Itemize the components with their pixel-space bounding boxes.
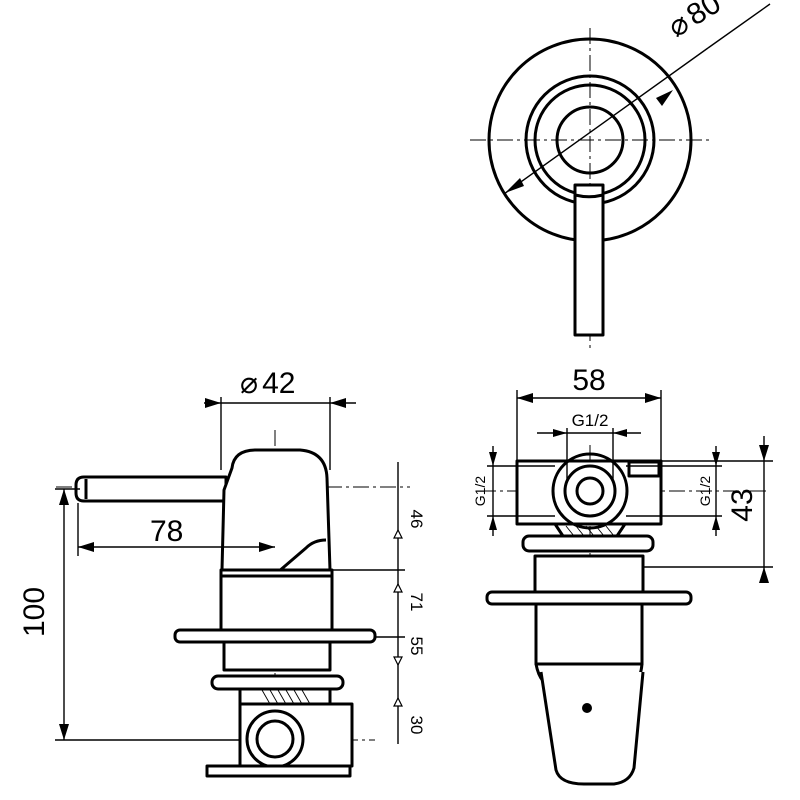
outlet-inner xyxy=(575,476,605,506)
mounting-plate xyxy=(205,764,352,778)
handle-body xyxy=(220,448,332,572)
thread-top-label: G1/2 xyxy=(572,411,609,430)
dim100-arrow-top xyxy=(59,489,69,505)
cover-plate-side xyxy=(173,628,377,644)
handle-bevel xyxy=(277,538,327,574)
thread-right-label: G1/2 xyxy=(697,476,713,507)
body-hatching xyxy=(261,689,311,705)
diameter-leader xyxy=(707,3,771,49)
right-dim-marker-30 xyxy=(393,696,403,707)
g12-left-arrow-bottom xyxy=(489,516,497,530)
outlet-outer xyxy=(551,452,629,530)
right-dim-marker-46 xyxy=(393,528,403,539)
dim58-arrow-left xyxy=(517,393,533,403)
height-label: 43 xyxy=(726,488,759,521)
outlet-mid xyxy=(563,464,617,518)
diameter-arrow-lower xyxy=(505,178,524,193)
side-diameter-value: 42 xyxy=(262,367,295,400)
side-lever xyxy=(74,475,228,503)
front-diameter-label: ⌀80 xyxy=(662,0,727,44)
valve-sleeve xyxy=(219,568,334,632)
end-flange xyxy=(521,534,655,553)
g12-right-arrow-bottom xyxy=(712,516,720,530)
g12-top-arrow-left xyxy=(553,429,567,437)
inlet-inner xyxy=(255,719,295,759)
total-height-label: 100 xyxy=(18,587,51,637)
dim-71-label: 71 xyxy=(407,593,426,612)
right-dim-marker-71 xyxy=(393,582,403,593)
side-diameter-label: ⌀42 xyxy=(240,367,295,400)
dim43-arrow-top xyxy=(759,445,769,461)
g12-left-arrow-top xyxy=(489,452,497,466)
front-view: ⌀80 xyxy=(470,0,771,352)
dim78-arrow-right xyxy=(259,542,275,552)
side-view: ⌀42 78 100 46 71 55 30 xyxy=(18,367,426,780)
dim-55-label: 55 xyxy=(407,637,426,656)
body-flange xyxy=(210,674,345,691)
dim78-arrow-left xyxy=(78,542,94,552)
handle-cap xyxy=(555,105,625,175)
dia42-arrow-left xyxy=(205,398,221,408)
lever-root xyxy=(574,193,604,199)
thread-left-label: G1/2 xyxy=(472,476,488,507)
dim-46-label: 46 xyxy=(407,510,426,529)
end-view: 58 G1/2 G1/2 G1/2 43 xyxy=(472,364,773,786)
dim100-arrow-bottom xyxy=(59,724,69,740)
end-hatching xyxy=(565,525,615,537)
valve-neck xyxy=(222,640,332,672)
diameter-arrow-upper xyxy=(656,90,673,106)
end-sleeve xyxy=(533,554,645,594)
lever-length-label: 78 xyxy=(150,515,183,548)
dim-30-label: 30 xyxy=(407,716,426,735)
end-neck xyxy=(553,523,627,537)
block-tab xyxy=(627,460,661,478)
dia42-arrow-right xyxy=(330,398,346,408)
cover-plate-end xyxy=(485,590,693,606)
dim43-arrow-bottom xyxy=(759,567,769,583)
g12-right-arrow-top xyxy=(712,452,720,466)
end-valve-body xyxy=(534,602,644,666)
right-dim-marker-55 xyxy=(393,656,403,667)
diameter-dimension-line xyxy=(503,47,709,195)
dim58-arrow-right xyxy=(645,393,661,403)
diameter-symbol: ⌀ xyxy=(240,367,258,400)
lever-front xyxy=(573,183,605,337)
width-label: 58 xyxy=(572,364,605,397)
end-handle xyxy=(539,671,645,786)
g12-top-arrow-right xyxy=(613,429,627,437)
indicator-dot xyxy=(582,703,592,713)
